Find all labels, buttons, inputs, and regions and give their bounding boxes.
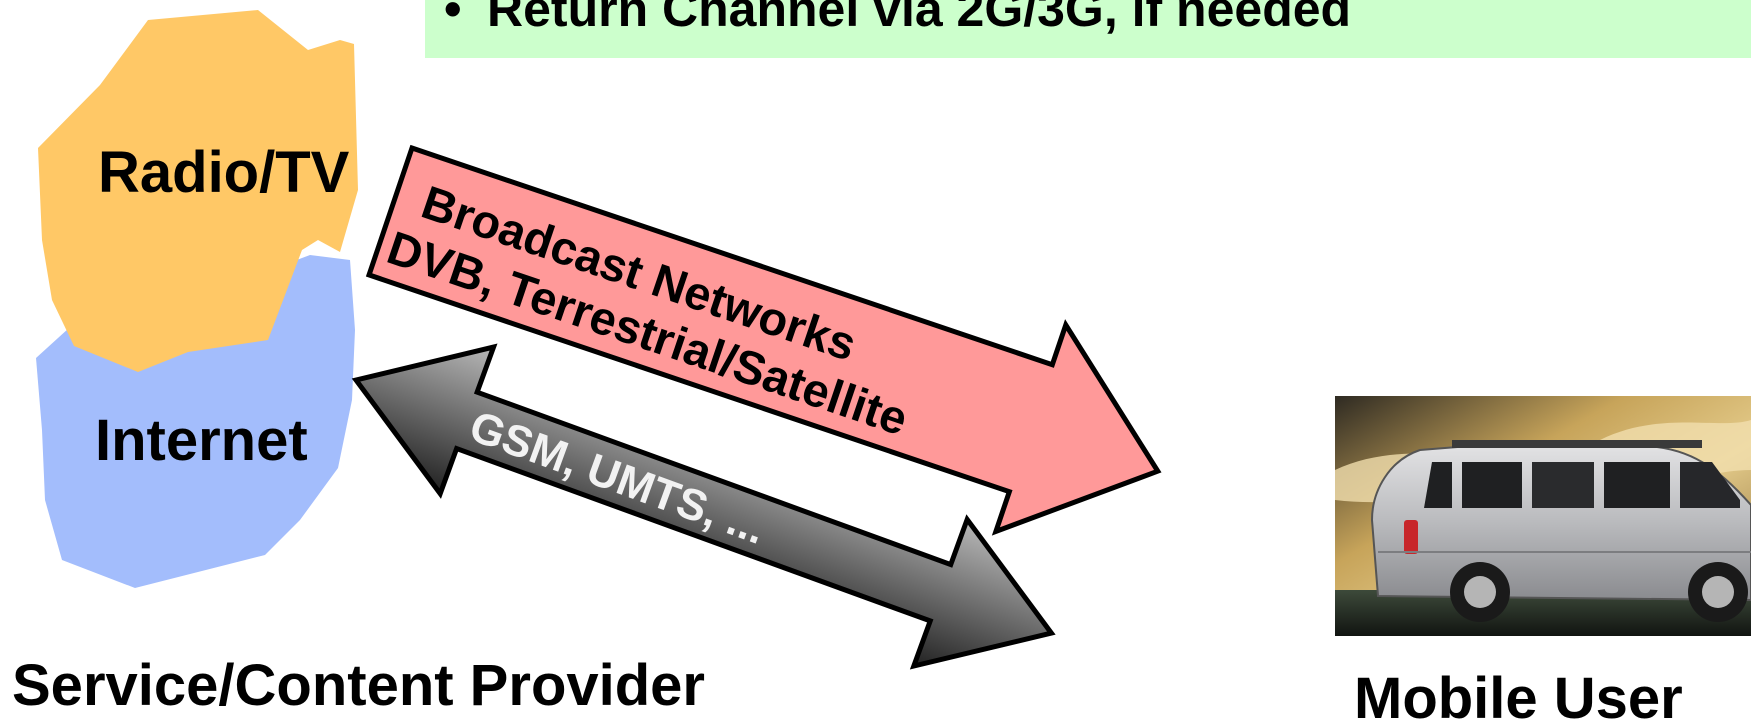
van-icon — [1370, 440, 1751, 622]
banner-background — [425, 0, 1751, 58]
user-caption: Mobile User — [1354, 666, 1683, 722]
broadcast-arrow-shape — [365, 144, 1162, 536]
banner-text: Return Channel via 2G/3G, if needed — [487, 0, 1351, 37]
radio-tv-shape — [38, 10, 358, 372]
internet-label: Internet — [95, 408, 308, 473]
radio-tv-label: Radio/TV — [98, 140, 350, 205]
bullet-banner: • Return Channel via 2G/3G, if needed — [425, 0, 1751, 58]
banner-bullet: • — [444, 0, 462, 37]
provider-cloud: Radio/TV Internet — [36, 10, 358, 588]
return-arrow-shape — [351, 343, 1056, 670]
provider-caption: Service/Content Provider — [12, 653, 705, 718]
return-arrow-label: GSM, UMTS, ... — [463, 402, 771, 554]
car-photo — [1335, 396, 1751, 636]
